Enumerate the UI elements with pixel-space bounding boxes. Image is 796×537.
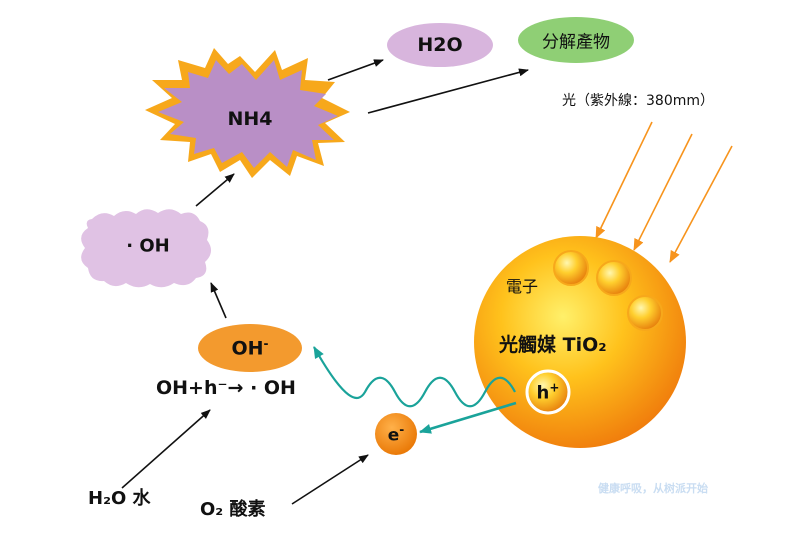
- h2o-product-label: H2O: [417, 34, 463, 56]
- h2o-product-ellipse: [387, 23, 493, 67]
- reaction-arrows: [121, 59, 529, 505]
- uv-light-rays: [595, 121, 733, 263]
- arrow-oh-to-nh4: [195, 173, 235, 207]
- arrow-oxygen-to-electron: [291, 454, 369, 505]
- electron-group-label: 電子: [506, 277, 539, 296]
- hole-charge: +: [549, 380, 560, 395]
- catalyst-label: 光觸媒 TiO₂: [499, 334, 607, 356]
- nh4-burst-purple: [158, 60, 338, 168]
- hydroxide-ellipse: [198, 324, 302, 372]
- arrow-water-to-reaction: [121, 409, 211, 489]
- oh-radical-cloud: [81, 209, 212, 288]
- uv-ray-1: [595, 121, 653, 239]
- nh4-burst: [145, 48, 350, 178]
- arrow-nh4-to-h2o: [327, 59, 384, 81]
- hole-text: h: [536, 382, 550, 404]
- electron-ball-2: [596, 260, 632, 296]
- hole-label: h+: [537, 381, 560, 404]
- wave-arrow: [313, 346, 516, 408]
- nh4-label: NH4: [227, 108, 273, 130]
- hydroxyl-radical-label: · OH: [126, 235, 170, 257]
- light-label: 光（紫外線：380mm）: [562, 93, 714, 109]
- oxygen-label: O₂ 酸素: [200, 499, 266, 520]
- electron-ball-3: [627, 295, 663, 331]
- hole-ball: [525, 369, 571, 415]
- electron-label: e-: [388, 423, 405, 446]
- uv-ray-2: [633, 133, 693, 251]
- hydroxide-ion-charge: -: [263, 336, 269, 351]
- arrow-hydroxide-to-oh: [210, 282, 227, 319]
- teal-arrow-to-electron: [419, 401, 517, 434]
- arrow-nh4-to-product: [367, 68, 529, 114]
- hydroxide-ion-text: OH: [231, 337, 264, 360]
- uv-ray-3: [669, 145, 733, 263]
- electron-charge: -: [399, 422, 405, 437]
- hydroxide-ion-label: OH-: [231, 336, 268, 359]
- electron-circle: [375, 413, 417, 455]
- electron-ball-1: [553, 250, 589, 286]
- decomposition-product-ellipse: [518, 17, 634, 63]
- electron-text: e: [387, 425, 400, 446]
- decomposition-product-label: 分解產物: [542, 32, 610, 53]
- watermark: 健康呼吸，从树派开始: [598, 482, 708, 495]
- reaction-equation: OH+h⁻→ · OH: [156, 377, 296, 399]
- water-label: H₂O 水: [88, 488, 151, 509]
